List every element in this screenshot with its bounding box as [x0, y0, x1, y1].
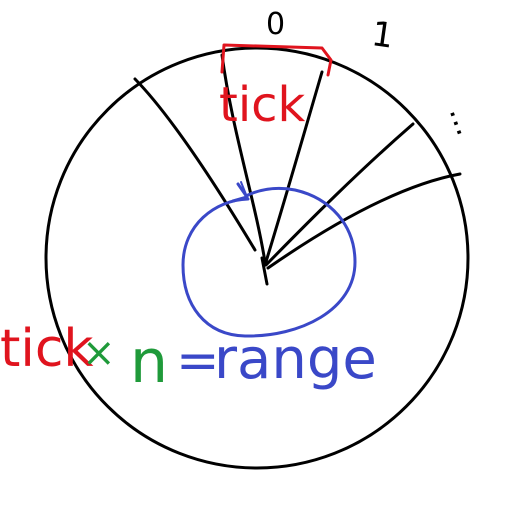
tick-bracket [220, 43, 333, 77]
radial-line-right-inner [263, 70, 324, 267]
radial-line-right-outer [266, 172, 462, 270]
formula-equals: = [176, 331, 220, 391]
formula-tick: tick [0, 319, 94, 379]
formula-n: n [130, 327, 168, 397]
formula-times: × [82, 330, 116, 376]
radial-line-right-mid [264, 122, 415, 267]
range-loop [181, 186, 357, 338]
ellipsis-label: ... [442, 101, 485, 140]
tick-label: tick [219, 77, 306, 133]
radial-line-left-inner [220, 53, 267, 264]
range-arrow-tail [240, 181, 248, 198]
index-one-label: 1 [369, 14, 396, 57]
radial-line-left-outer [133, 77, 257, 252]
center-stub [260, 256, 269, 286]
outer-circle [44, 46, 470, 470]
index-zero-label: 0 [266, 7, 285, 42]
formula-range: range [214, 327, 377, 392]
